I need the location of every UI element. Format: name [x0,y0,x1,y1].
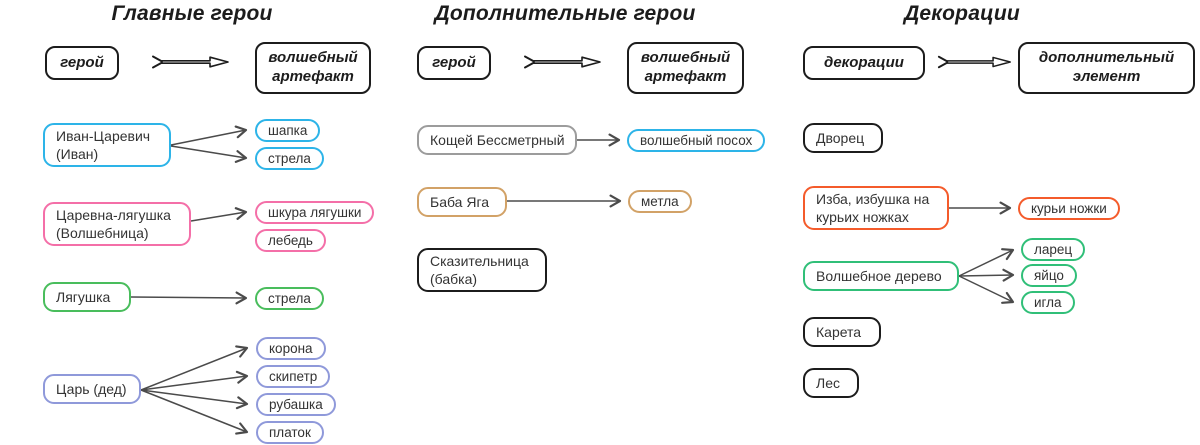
pill-rubashka: рубашка [256,393,336,416]
pill-shkura-lyagushki: шкура лягушки [255,201,375,224]
legend-target-box: дополнительный элемент [1018,42,1195,94]
pill-korona: корона [256,337,326,360]
legend-target-box: волшебный артефакт [255,42,371,94]
node-ivan-tsarevich: Иван-Царевич (Иван) [43,123,171,167]
double-arrow-icon [524,55,601,69]
column-title-main-heroes: Главные герои [111,2,273,25]
column-title-decorations: Декорации [904,2,1020,25]
pill-kuri-nozhki: курьи ножки [1018,197,1120,220]
pill-metla: метла [628,190,692,213]
double-arrow-icon [152,55,229,69]
node-volshebnoe-derevo: Волшебное дерево [803,261,959,291]
pill-igla: игла [1021,291,1075,314]
legend-source-box: герой [45,46,119,80]
double-arrow-icon [937,55,1011,69]
pill-yaitso: яйцо [1021,264,1077,287]
legend-source-box: герой [417,46,491,80]
pill-lebed: лебедь [255,229,326,252]
pill-platok: платок [256,421,324,444]
node-koschei: Кощей Бессметрный [417,125,577,155]
node-les: Лес [803,368,859,398]
node-baba-yaga: Баба Яга [417,187,507,217]
node-skazitelnitsa: Сказительница (бабка) [417,248,547,292]
pill-strela: стрела [255,147,324,170]
node-izba: Изба, избушка на курьих ножках [803,186,949,230]
pill-shapka: шапка [255,119,321,142]
pill-skipetr: скипетр [256,365,331,388]
node-lyagushka: Лягушка [43,282,131,312]
column-title-additional-heroes: Дополнительные герои [434,2,696,25]
legend-source-box: декорации [803,46,925,80]
node-tsarevna-lyagushka: Царевна-лягушка (Волшебница) [43,202,191,246]
pill-larets: ларец [1021,238,1086,261]
pill-strela-green: стрела [255,287,324,310]
node-kareta: Карета [803,317,881,347]
node-dvorets: Дворец [803,123,883,153]
pill-volshebny-posokh: волшебный посох [627,129,766,152]
legend-target-box: волшебный артефакт [627,42,744,94]
node-tsar-ded: Царь (дед) [43,374,141,404]
